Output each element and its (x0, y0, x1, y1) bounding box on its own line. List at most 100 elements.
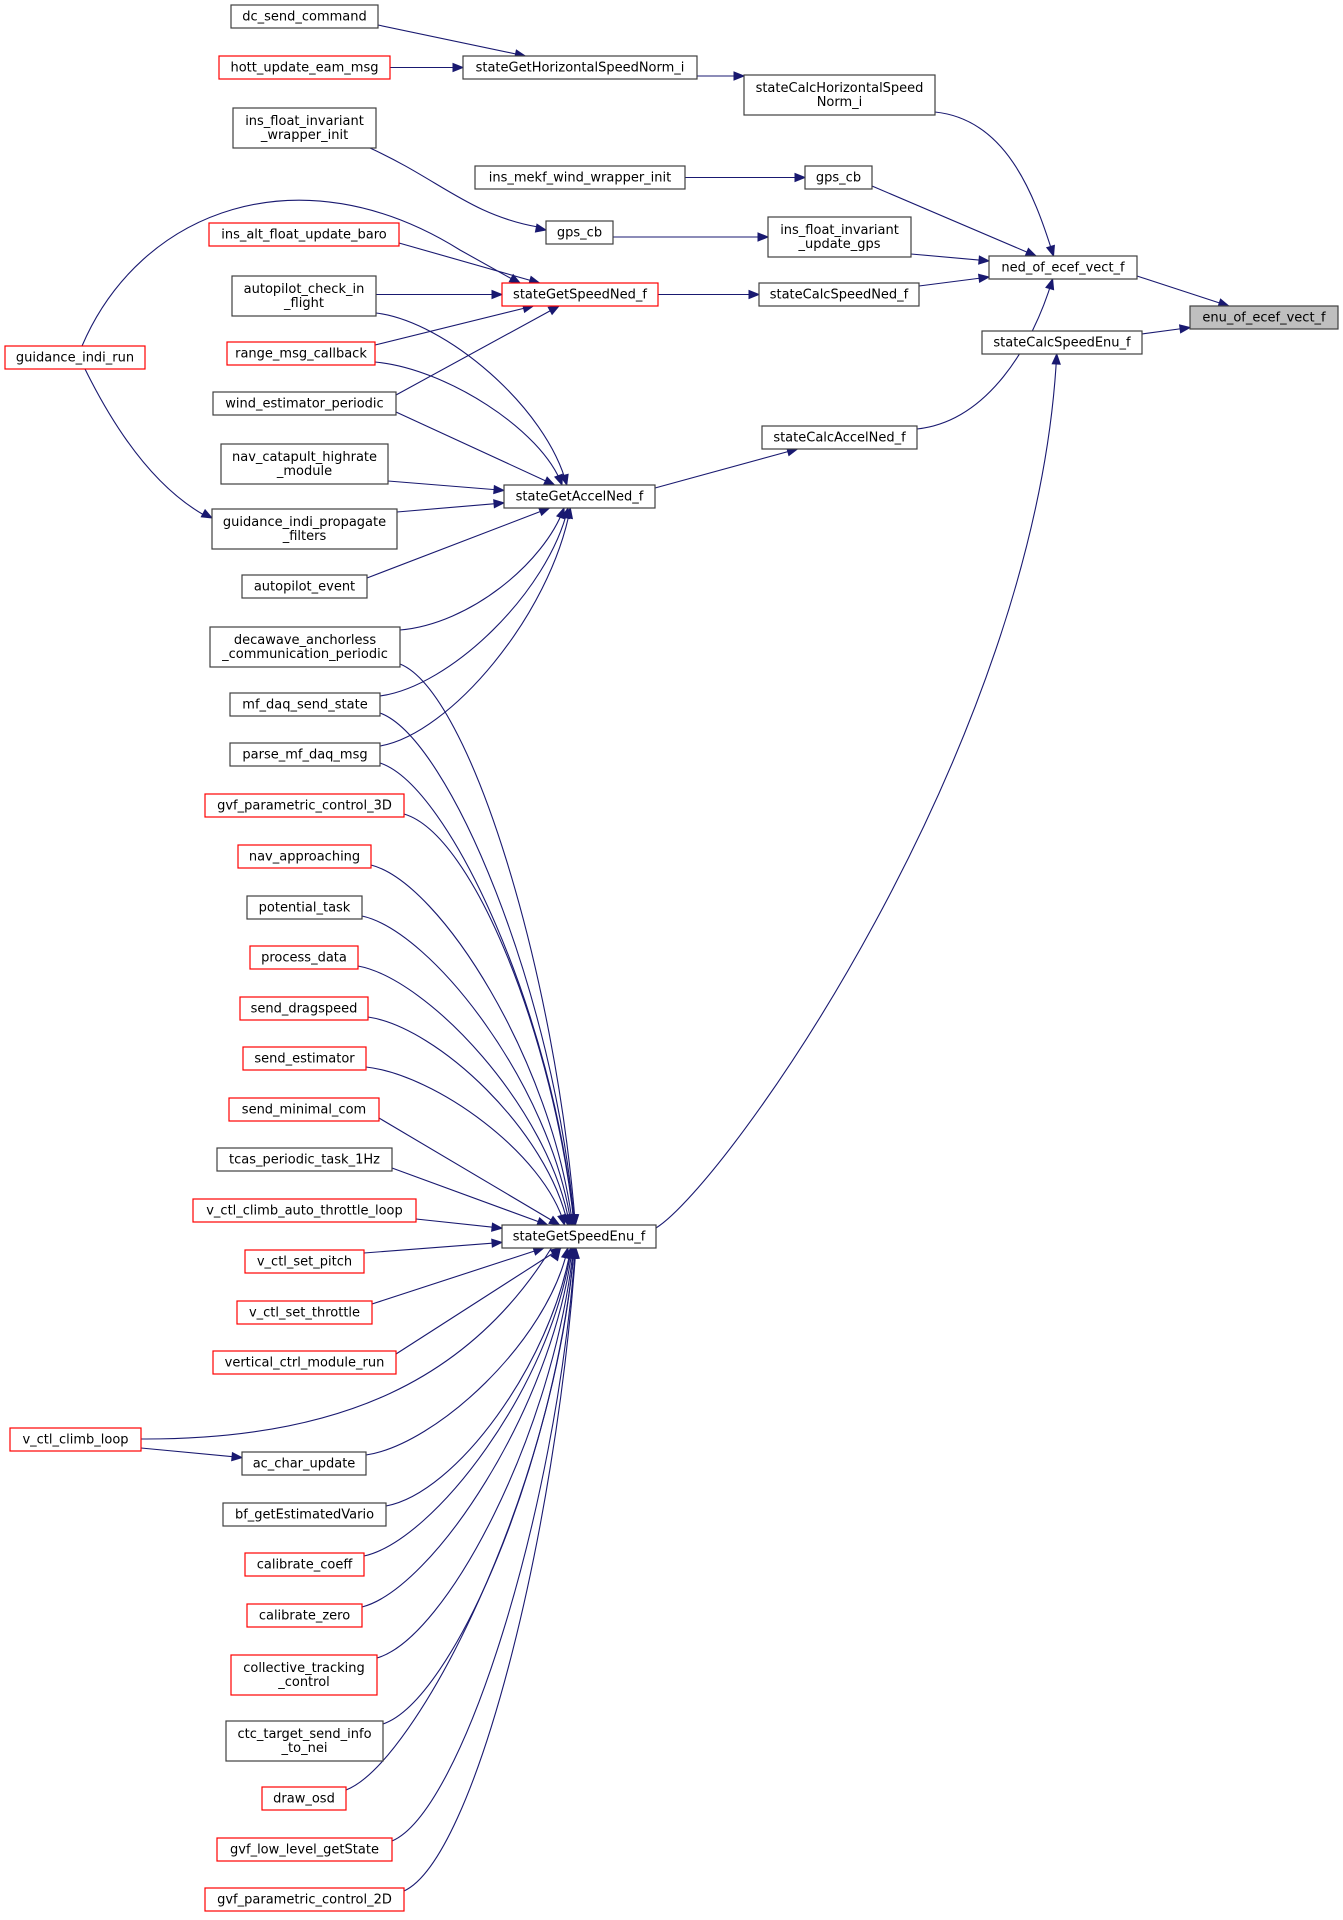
node-box[interactable] (216, 1837, 393, 1862)
node-box[interactable] (545, 220, 614, 245)
node-box[interactable] (249, 945, 359, 970)
node-box[interactable] (501, 282, 659, 307)
node-state-get-speed-ned-f[interactable]: stateGetSpeedNed_f (501, 282, 659, 307)
node-box[interactable] (758, 282, 920, 307)
node-box[interactable] (474, 165, 686, 190)
node-box[interactable] (246, 1603, 363, 1628)
node-box[interactable] (228, 1097, 380, 1122)
node-box[interactable] (212, 391, 397, 416)
node-box[interactable] (230, 1654, 378, 1696)
node-box[interactable] (261, 1786, 347, 1811)
node-box[interactable] (501, 1224, 657, 1249)
node-enu-of-ecef-vect-f[interactable]: enu_of_ecef_vect_f (1189, 305, 1339, 330)
node-gps-cb-a[interactable]: gps_cb (804, 165, 873, 190)
node-ned-of-ecef-vect-f[interactable]: ned_of_ecef_vect_f (988, 255, 1138, 280)
node-ctc-target-send-info-to-nei[interactable]: ctc_target_send_info_to_nei (225, 1720, 384, 1762)
node-box[interactable] (246, 895, 363, 920)
node-calibrate-coeff[interactable]: calibrate_coeff (244, 1552, 365, 1577)
node-bf-get-estimated-vario[interactable]: bf_getEstimatedVario (222, 1502, 387, 1527)
node-state-get-horizontal-speed-norm-i[interactable]: stateGetHorizontalSpeedNorm_i (462, 55, 698, 80)
node-box[interactable] (204, 793, 405, 818)
node-box[interactable] (9, 1427, 142, 1452)
node-box[interactable] (244, 1552, 365, 1577)
node-box[interactable] (981, 330, 1143, 355)
node-box[interactable] (231, 275, 377, 317)
node-box[interactable] (236, 1300, 373, 1325)
node-box[interactable] (239, 996, 369, 1021)
node-vertical-ctrl-module-run[interactable]: vertical_ctrl_module_run (212, 1350, 397, 1375)
node-state-calc-speed-enu-f[interactable]: stateCalcSpeedEnu_f (981, 330, 1143, 355)
node-ins-mekf-wind-wrapper-init[interactable]: ins_mekf_wind_wrapper_init (474, 165, 686, 190)
node-box[interactable] (229, 692, 381, 717)
node-box[interactable] (230, 4, 379, 29)
node-mf-daq-send-state[interactable]: mf_daq_send_state (229, 692, 381, 717)
node-box[interactable] (503, 484, 656, 509)
node-box[interactable] (1189, 305, 1339, 330)
node-state-calc-accel-ned-f[interactable]: stateCalcAccelNed_f (761, 425, 918, 450)
node-dc-send-command[interactable]: dc_send_command (230, 4, 379, 29)
node-autopilot-check-in-flight[interactable]: autopilot_check_in_flight (231, 275, 377, 317)
node-box[interactable] (242, 1046, 367, 1071)
node-box[interactable] (244, 1249, 365, 1274)
node-send-dragspeed[interactable]: send_dragspeed (239, 996, 369, 1021)
node-v-ctl-climb-auto-throttle-loop[interactable]: v_ctl_climb_auto_throttle_loop (192, 1198, 417, 1223)
node-box[interactable] (462, 55, 698, 80)
node-v-ctl-set-throttle[interactable]: v_ctl_set_throttle (236, 1300, 373, 1325)
node-nav-approaching[interactable]: nav_approaching (237, 844, 372, 869)
node-state-calc-speed-ned-f[interactable]: stateCalcSpeedNed_f (758, 282, 920, 307)
node-gvf-low-level-get-state[interactable]: gvf_low_level_getState (216, 1837, 393, 1862)
node-box[interactable] (192, 1198, 417, 1223)
node-guidance-indi-run[interactable]: guidance_indi_run (4, 345, 146, 370)
node-send-minimal-com[interactable]: send_minimal_com (228, 1097, 380, 1122)
node-box[interactable] (241, 1451, 367, 1476)
node-box[interactable] (208, 222, 400, 247)
node-v-ctl-climb-loop[interactable]: v_ctl_climb_loop (9, 1427, 142, 1452)
node-box[interactable] (988, 255, 1138, 280)
node-tcas-periodic-task-1-hz[interactable]: tcas_periodic_task_1Hz (216, 1147, 393, 1172)
node-send-estimator[interactable]: send_estimator (242, 1046, 367, 1071)
node-box[interactable] (220, 443, 389, 485)
node-process-data[interactable]: process_data (249, 945, 359, 970)
node-ins-alt-float-update-baro[interactable]: ins_alt_float_update_baro (208, 222, 400, 247)
node-box[interactable] (743, 74, 936, 116)
node-box[interactable] (241, 574, 368, 599)
node-collective-tracking-control[interactable]: collective_tracking_control (230, 1654, 378, 1696)
node-box[interactable] (237, 844, 372, 869)
node-box[interactable] (209, 626, 401, 668)
node-hott-update-eam-msg[interactable]: hott_update_eam_msg (218, 55, 391, 80)
node-box[interactable] (216, 1147, 393, 1172)
node-box[interactable] (804, 165, 873, 190)
node-box[interactable] (767, 216, 912, 258)
node-box[interactable] (211, 508, 398, 550)
node-potential-task[interactable]: potential_task (246, 895, 363, 920)
node-box[interactable] (218, 55, 391, 80)
node-range-msg-callback[interactable]: range_msg_callback (226, 341, 376, 366)
node-ac-char-update[interactable]: ac_char_update (241, 1451, 367, 1476)
node-box[interactable] (212, 1350, 397, 1375)
node-guidance-indi-propagate-filters[interactable]: guidance_indi_propagate_filters (211, 508, 398, 550)
node-gvf-parametric-control-3-d[interactable]: gvf_parametric_control_3D (204, 793, 405, 818)
node-state-get-speed-enu-f[interactable]: stateGetSpeedEnu_f (501, 1224, 657, 1249)
node-decawave-anchorless-communication-periodic[interactable]: decawave_anchorless_communication_period… (209, 626, 401, 668)
node-box[interactable] (225, 1720, 384, 1762)
node-autopilot-event[interactable]: autopilot_event (241, 574, 368, 599)
node-v-ctl-set-pitch[interactable]: v_ctl_set_pitch (244, 1249, 365, 1274)
node-nav-catapult-highrate-module[interactable]: nav_catapult_highrate_module (220, 443, 389, 485)
node-gps-cb-b[interactable]: gps_cb (545, 220, 614, 245)
node-wind-estimator-periodic[interactable]: wind_estimator_periodic (212, 391, 397, 416)
node-state-get-accel-ned-f[interactable]: stateGetAccelNed_f (503, 484, 656, 509)
node-parse-mf-daq-msg[interactable]: parse_mf_daq_msg (229, 742, 381, 767)
node-box[interactable] (229, 742, 381, 767)
node-box[interactable] (226, 341, 376, 366)
node-gvf-parametric-control-2-d[interactable]: gvf_parametric_control_2D (204, 1887, 405, 1912)
node-calibrate-zero[interactable]: calibrate_zero (246, 1603, 363, 1628)
node-box[interactable] (204, 1887, 405, 1912)
node-ins-float-invariant-wrapper-init[interactable]: ins_float_invariant_wrapper_init (232, 107, 377, 149)
node-box[interactable] (222, 1502, 387, 1527)
node-ins-float-invariant-update-gps[interactable]: ins_float_invariant_update_gps (767, 216, 912, 258)
node-box[interactable] (761, 425, 918, 450)
node-draw-osd[interactable]: draw_osd (261, 1786, 347, 1811)
node-box[interactable] (4, 345, 146, 370)
node-box[interactable] (232, 107, 377, 149)
